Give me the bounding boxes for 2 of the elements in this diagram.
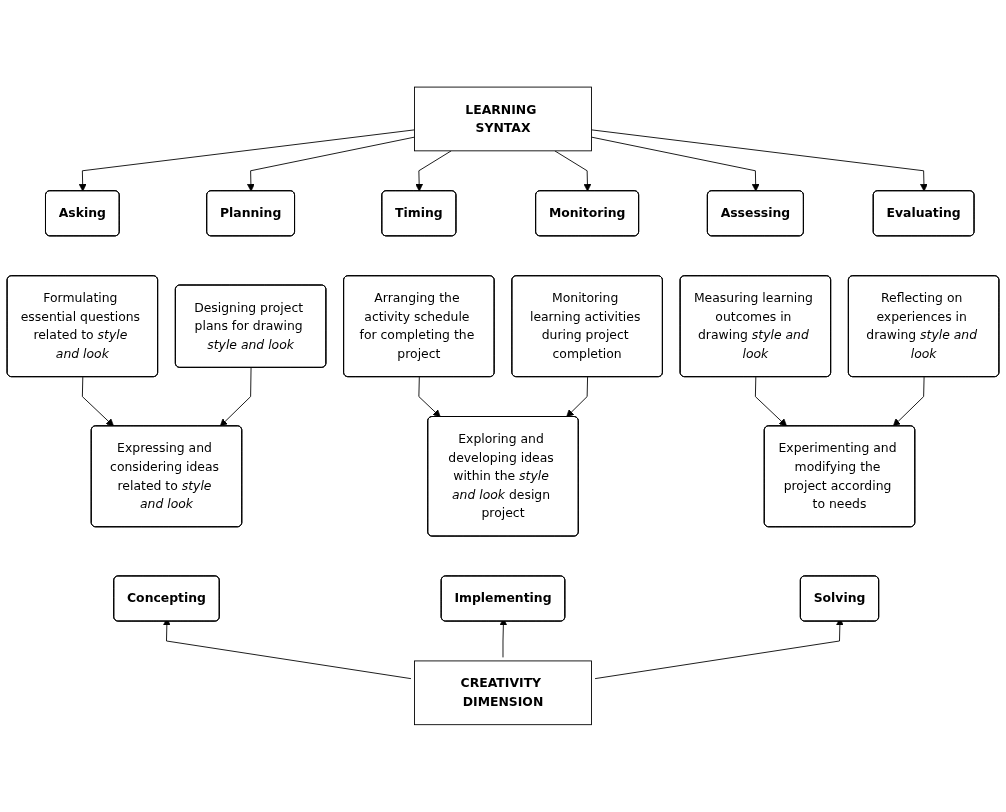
node-box: CREATIVITY DIMENSION (414, 660, 592, 726)
node-box: LEARNING SYNTAX (414, 86, 592, 152)
